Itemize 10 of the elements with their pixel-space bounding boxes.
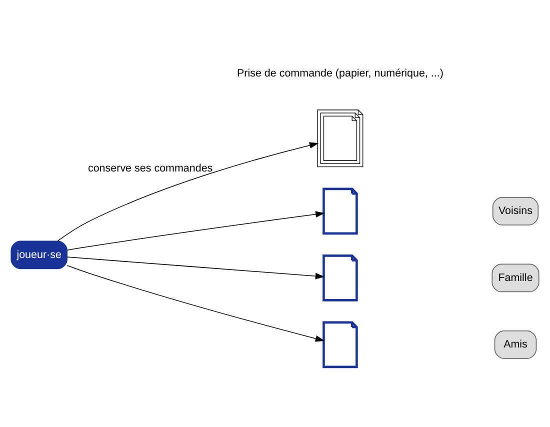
node-box: Famille [492,264,540,292]
node-box: Voisins [492,197,539,226]
arrow [57,142,319,242]
node-box: joueur·se [10,240,68,270]
arrow [66,265,325,342]
edge-label: conserve ses commandes [88,162,213,174]
node-box: Amis [494,330,537,359]
arrow [66,256,325,280]
arrow [66,211,325,250]
label: Prise de commande (papier, numérique, ...) [236,68,444,80]
